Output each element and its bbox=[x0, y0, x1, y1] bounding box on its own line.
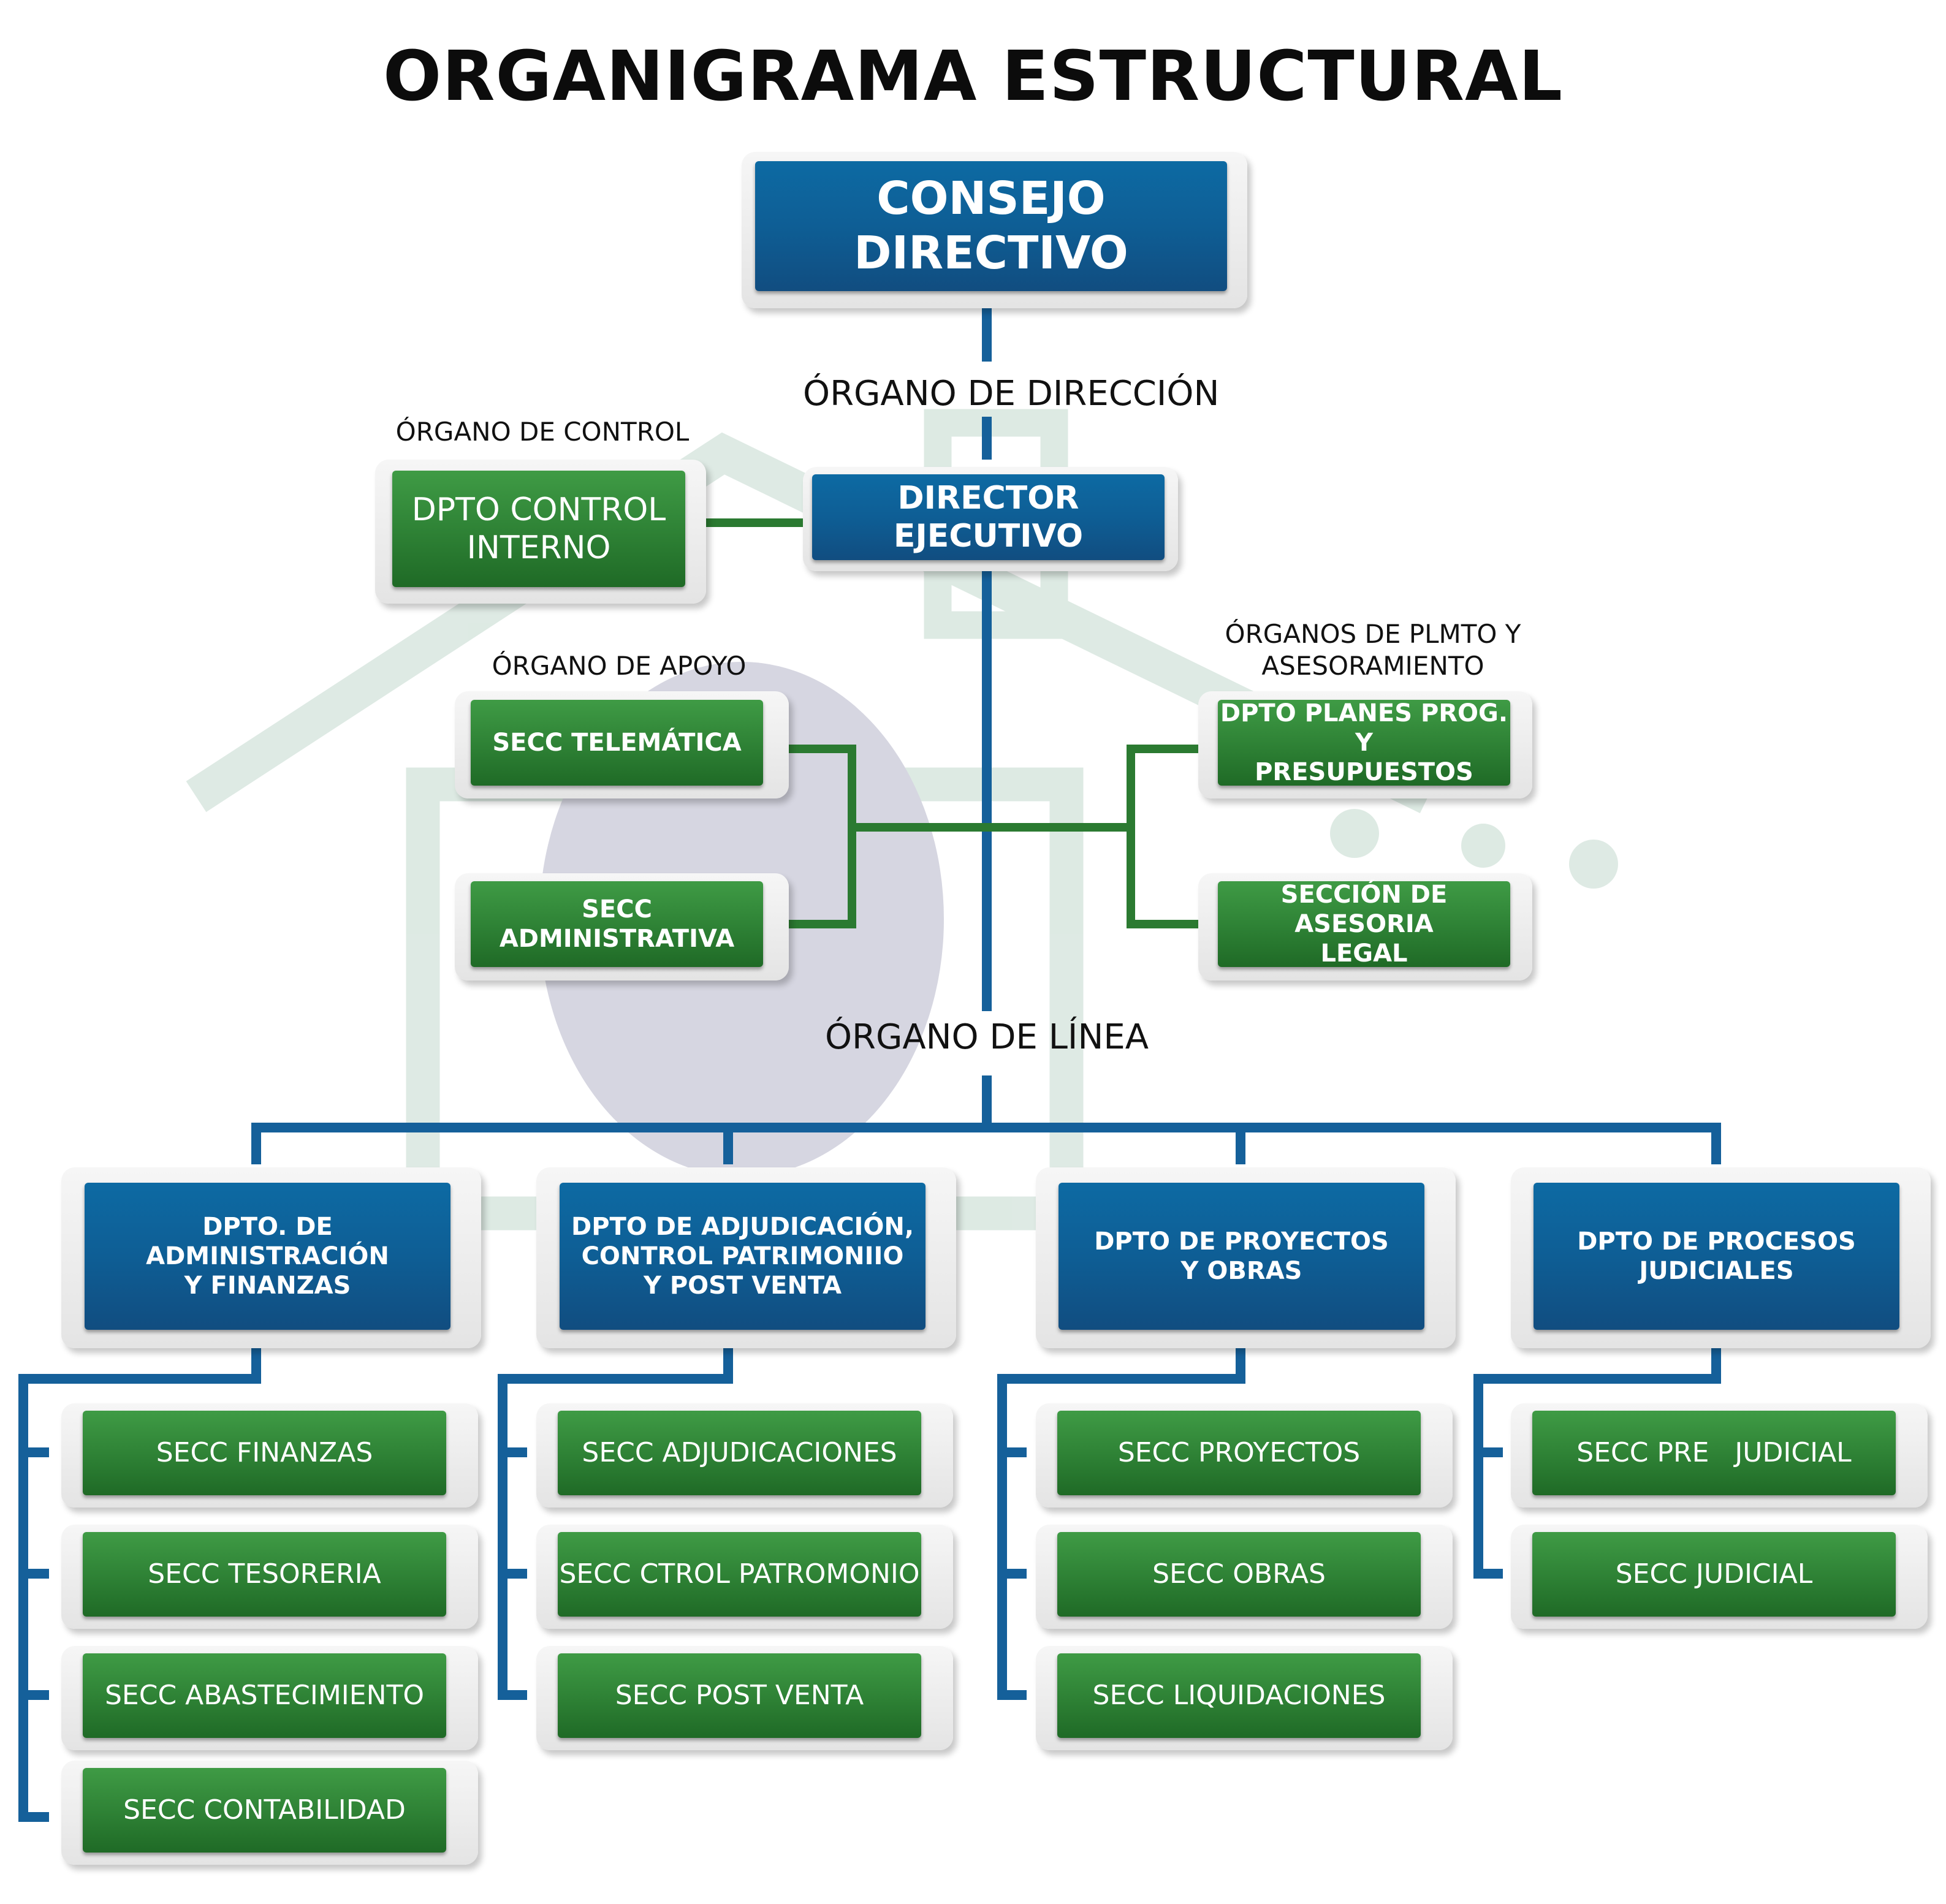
secc-adjudicaciones-box[interactable]: SECC ADJUDICACIONES bbox=[558, 1411, 921, 1495]
control-line-2: INTERNO bbox=[466, 529, 611, 566]
secc-pre-judicial-box[interactable]: SECC PRE JUDICIAL bbox=[1532, 1411, 1896, 1495]
asesoria-line-1: SECCIÓN DE ASESORIA bbox=[1280, 881, 1448, 938]
secc-tesoreria-box[interactable]: SECC TESORERIA bbox=[83, 1532, 446, 1617]
secc-proyectos-box[interactable]: SECC PROYECTOS bbox=[1057, 1411, 1421, 1495]
planes-line-1: DPTO PLANES PROG. Y bbox=[1220, 699, 1508, 757]
dept-1-line-2: Y FINANZAS bbox=[184, 1272, 351, 1300]
secc-abastecimiento-box[interactable]: SECC ABASTECIMIENTO bbox=[83, 1653, 446, 1738]
organos-plmto-label-2: ASESORAMIENTO bbox=[1261, 651, 1484, 681]
dept-3-line-2: Y OBRAS bbox=[1180, 1257, 1302, 1285]
organo-control-label: ÓRGANO DE CONTROL bbox=[395, 417, 690, 447]
secc-telematica-box[interactable]: SECC TELEMÁTICA bbox=[471, 700, 763, 786]
secc-judicial-box[interactable]: SECC JUDICIAL bbox=[1532, 1532, 1896, 1617]
director-ejecutivo-box[interactable]: DIRECTOR EJECUTIVO bbox=[812, 474, 1165, 560]
secc-post-venta-box[interactable]: SECC POST VENTA bbox=[558, 1653, 921, 1738]
seccion-asesoria-legal-box[interactable]: SECCIÓN DE ASESORIA LEGAL bbox=[1218, 881, 1510, 968]
dept-4-line-1: DPTO DE PROCESOS bbox=[1577, 1227, 1856, 1256]
secc-administrativa-box[interactable]: SECC ADMINISTRATIVA bbox=[471, 881, 763, 967]
dpto-control-interno-box[interactable]: DPTO CONTROL INTERNO bbox=[392, 471, 685, 587]
organo-apoyo-label: ÓRGANO DE APOYO bbox=[492, 651, 747, 681]
dept-2-line-2: CONTROL PATRIMONIIO bbox=[581, 1242, 904, 1270]
secc-contabilidad-box[interactable]: SECC CONTABILIDAD bbox=[83, 1768, 446, 1853]
consejo-directivo-box[interactable]: CONSEJO DIRECTIVO bbox=[755, 161, 1227, 291]
dpto-planes-box[interactable]: DPTO PLANES PROG. Y PRESUPUESTOS bbox=[1218, 699, 1510, 786]
dpto-proyectos-obras-box[interactable]: DPTO DE PROYECTOS Y OBRAS bbox=[1059, 1183, 1424, 1330]
secc-obras-box[interactable]: SECC OBRAS bbox=[1057, 1532, 1421, 1617]
asesoria-line-2: LEGAL bbox=[1320, 939, 1408, 968]
organo-linea-label: ÓRGANO DE LÍNEA bbox=[824, 1017, 1149, 1057]
chart-title: ORGANIGRAMA ESTRUCTURAL bbox=[382, 37, 1564, 116]
organo-direccion-label: ÓRGANO DE DIRECCIÓN bbox=[803, 374, 1220, 414]
secc-finanzas-box[interactable]: SECC FINANZAS bbox=[83, 1411, 446, 1495]
planes-line-2: PRESUPUESTOS bbox=[1255, 758, 1473, 786]
secc-ctrol-patromonio-box[interactable]: SECC CTROL PATROMONIO bbox=[558, 1532, 921, 1617]
dept-2-line-1: DPTO DE ADJUDICACIÓN, bbox=[571, 1213, 914, 1241]
control-line-1: DPTO CONTROL bbox=[411, 491, 666, 528]
secc-liquidaciones-box[interactable]: SECC LIQUIDACIONES bbox=[1057, 1653, 1421, 1738]
dept-2-line-3: Y POST VENTA bbox=[643, 1272, 842, 1300]
dpto-procesos-judiciales-box[interactable]: DPTO DE PROCESOS JUDICIALES bbox=[1534, 1183, 1899, 1330]
consejo-line-1: CONSEJO bbox=[876, 172, 1106, 226]
dept-4-line-2: JUDICIALES bbox=[1639, 1257, 1794, 1285]
dept-3-line-1: DPTO DE PROYECTOS bbox=[1094, 1227, 1389, 1256]
dpto-adjudicacion-box[interactable]: DPTO DE ADJUDICACIÓN, CONTROL PATRIMONII… bbox=[560, 1183, 925, 1330]
dpto-administracion-finanzas-box[interactable]: DPTO. DE ADMINISTRACIÓN Y FINANZAS bbox=[85, 1183, 450, 1330]
dept-1-line-1: DPTO. DE ADMINISTRACIÓN bbox=[146, 1213, 389, 1270]
organos-plmto-label-1: ÓRGANOS DE PLMTO Y bbox=[1225, 619, 1521, 649]
consejo-line-2: DIRECTIVO bbox=[854, 227, 1128, 279]
